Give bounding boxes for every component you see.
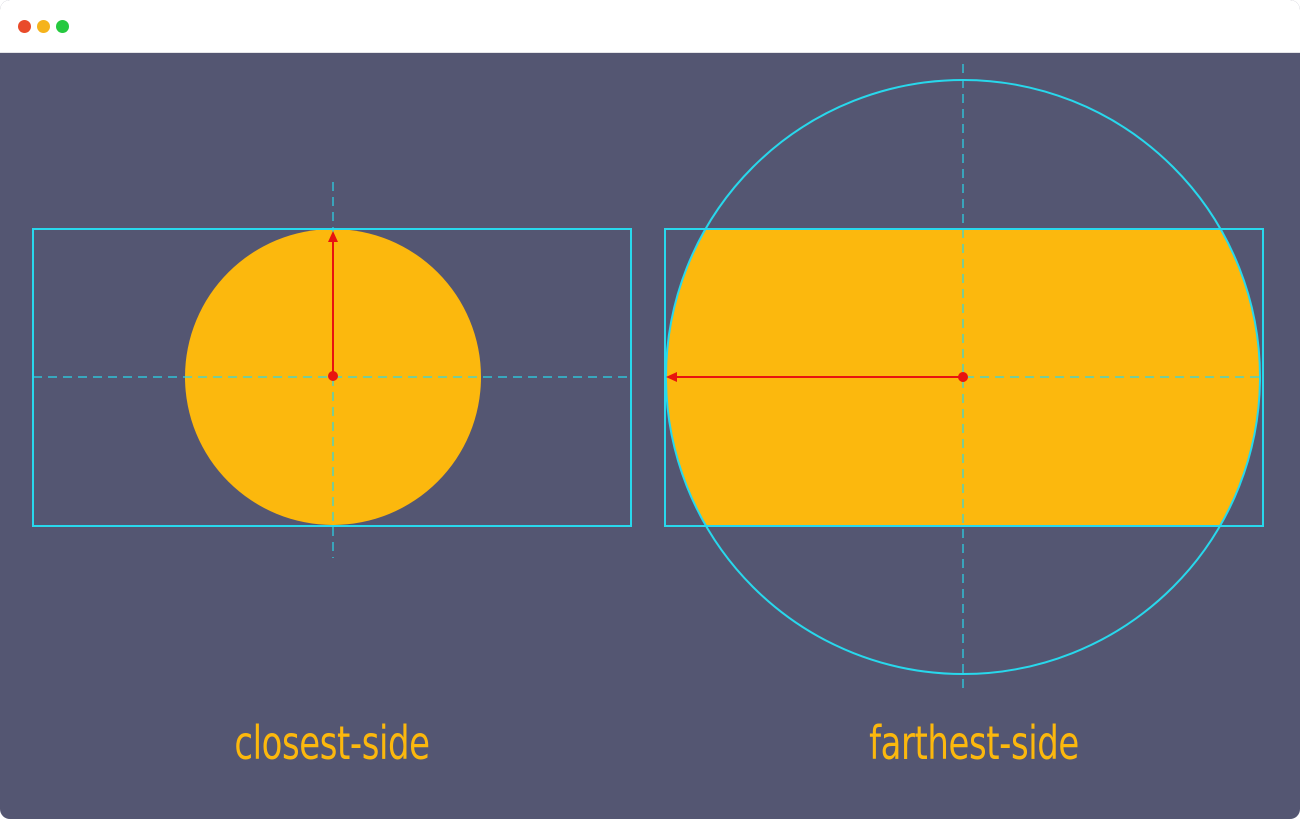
farthest-side-arrowhead-icon [666, 372, 677, 382]
closest-side-panel [32, 182, 632, 558]
closest-side-label: closest-side [234, 716, 430, 770]
minimize-window-button[interactable] [37, 20, 50, 33]
close-window-button[interactable] [18, 20, 31, 33]
farthest-side-center-point [958, 372, 968, 382]
title-bar [0, 0, 1300, 53]
closest-side-center-point [328, 371, 338, 381]
maximize-window-button[interactable] [56, 20, 69, 33]
farthest-side-panel [664, 64, 1264, 690]
farthest-side-label: farthest-side [869, 716, 1079, 770]
closest-side-arrowhead-icon [328, 231, 338, 242]
diagram-canvas [32, 64, 1264, 690]
